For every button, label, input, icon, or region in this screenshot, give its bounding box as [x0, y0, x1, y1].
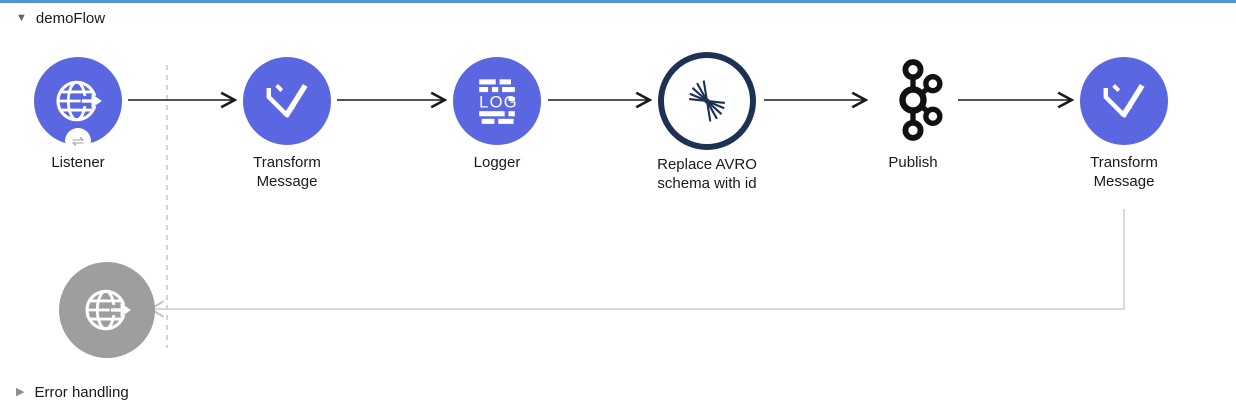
node-replace-avro-schema: Replace AVRO schema with id: [632, 52, 782, 193]
kafka-node-glyph[interactable]: [880, 58, 946, 142]
return-flow-connector: [151, 209, 1125, 309]
error-handling-label: Error handling: [34, 384, 129, 401]
node-label: Transform Message: [253, 154, 321, 190]
logger-node-circle[interactable]: LOG: [453, 57, 541, 145]
transform-node-circle[interactable]: [243, 57, 331, 145]
node-label: Publish: [888, 154, 938, 171]
flow-title: demoFlow: [35, 10, 106, 27]
collapse-triangle-icon[interactable]: ▼: [16, 12, 27, 24]
expand-triangle-icon[interactable]: ▶: [16, 386, 25, 398]
confluent-starburst-icon: [689, 80, 725, 122]
node-publish: Publish: [838, 58, 988, 172]
node-label: Listener: [51, 154, 105, 171]
node-transform-message-1: Transform Message: [212, 57, 362, 191]
exchange-badge-icon: ⇌: [65, 128, 91, 154]
node-label: Logger: [473, 154, 521, 171]
log-icon: LOG: [479, 79, 518, 124]
confluent-node-circle[interactable]: [658, 52, 756, 150]
listener-node-circle[interactable]: ⇌: [34, 57, 122, 154]
svg-text:LOG: LOG: [479, 92, 518, 111]
error-handling-section: ▶ Error handling: [16, 384, 129, 401]
globe-arrow-icon: [85, 289, 132, 331]
node-listener: ⇌ Listener: [3, 57, 153, 172]
disabled-http-node-circle[interactable]: [59, 262, 155, 358]
node-label: Transform Message: [1090, 154, 1158, 190]
node-transform-message-2: Transform Message: [1049, 57, 1199, 191]
node-http-response-disabled: [32, 262, 182, 358]
transform-node-circle[interactable]: [1080, 57, 1168, 145]
dataweave-icon: [266, 83, 308, 119]
kafka-icon: [899, 59, 943, 141]
node-logger: LOG Logger: [422, 57, 572, 172]
node-label: Replace AVRO schema with id: [657, 156, 757, 192]
flow-header: ▼ demoFlow: [16, 10, 105, 27]
globe-arrow-icon: [56, 80, 103, 122]
dataweave-icon: [1103, 83, 1145, 119]
